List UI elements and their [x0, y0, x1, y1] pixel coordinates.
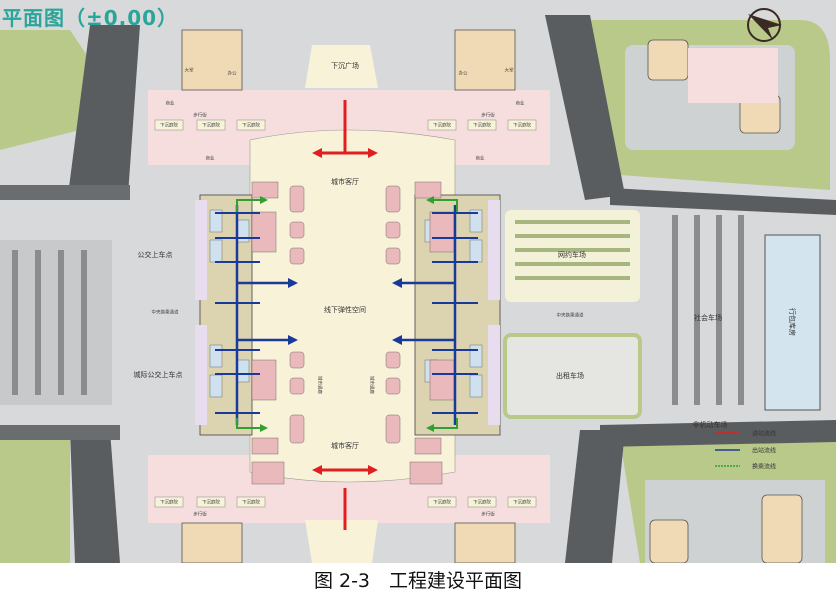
transfer-flow-lines	[236, 196, 458, 432]
label-commerce: 商业	[516, 100, 525, 107]
legend-label-transfer: 换乘流线	[752, 463, 776, 471]
label-luggage-storage: 行包库房	[788, 308, 797, 336]
label-sunken-plaza: 下沉广场	[331, 61, 359, 70]
label-city-lounge-bottom: 城市客厅	[331, 441, 359, 450]
label-commerce: 商业	[476, 155, 485, 162]
label-commerce: 商业	[166, 100, 175, 107]
sunken-plaza	[305, 45, 378, 88]
label-sunken-courtyard: 下沉庭院	[513, 499, 531, 506]
label-pedestrian-street: 步行街	[193, 511, 207, 518]
label-sunken-courtyard: 下沉庭院	[242, 122, 260, 129]
label-lobby: 大堂	[185, 67, 194, 74]
sunken-plaza-bottom	[305, 520, 378, 563]
label-lobby: 大堂	[505, 67, 514, 74]
label-sunken-courtyard: 下沉庭院	[473, 499, 491, 506]
label-pedestrian-street: 步行街	[193, 112, 207, 119]
label-intercity-bus-stop: 城际公交上车点	[134, 370, 183, 379]
outbound-flow-lines	[215, 205, 478, 425]
label-office: 办公	[459, 70, 468, 77]
label-sunken-courtyard: 下沉庭院	[433, 499, 451, 506]
luggage-storage	[764, 234, 821, 411]
label-pedestrian-street: 步行街	[481, 112, 495, 119]
label-sunken-courtyard: 下沉庭院	[202, 122, 220, 129]
figure-caption: 图 2-3 工程建设平面图	[313, 570, 523, 592]
label-sunken-courtyard: 下沉庭院	[242, 499, 260, 506]
label-sunken-courtyard: 下沉庭院	[202, 499, 220, 506]
label-central-transfer: 中央换乘通道	[152, 309, 179, 316]
legend-label-inbound: 进站流线	[752, 430, 776, 438]
legend: 进站流线 出站流线 换乘流线	[715, 430, 776, 471]
label-commerce: 商业	[206, 155, 215, 162]
label-bike-parking: 非机动车场	[693, 420, 728, 429]
page-title: 平面图（±0.00）	[2, 6, 179, 30]
north-arrow-icon	[747, 8, 782, 42]
label-city-corridor: 城市通廊	[369, 376, 376, 394]
label-taxi-lot: 出租车场	[556, 371, 584, 380]
label-sunken-courtyard: 下沉庭院	[160, 499, 178, 506]
label-flex-space: 线下弹性空间	[324, 305, 366, 314]
site-plan: 下沉广场 城市客厅 城市客厅 线下弹性空间 公交上车点 城际公交上车点 网约车场…	[0, 0, 836, 563]
label-sunken-courtyard: 下沉庭院	[160, 122, 178, 129]
label-city-corridor: 城市通廊	[317, 376, 324, 394]
label-bus-stop: 公交上车点	[138, 250, 173, 259]
label-sunken-courtyard: 下沉庭院	[473, 122, 491, 129]
label-office: 办公	[228, 70, 237, 77]
label-social-parking: 社会车场	[694, 313, 722, 322]
label-pedestrian-street: 步行街	[481, 511, 495, 518]
parking-lots	[0, 210, 821, 419]
inbound-flow-lines	[312, 100, 378, 530]
platform-wings	[195, 181, 501, 485]
legend-label-outbound: 出站流线	[752, 447, 776, 455]
label-city-lounge-top: 城市客厅	[331, 177, 359, 186]
label-sunken-courtyard: 下沉庭院	[513, 122, 531, 129]
label-sunken-courtyard: 下沉庭院	[433, 122, 451, 129]
label-central-transfer: 中央换乘通道	[557, 312, 584, 319]
label-ride-hailing-lot: 网约车场	[558, 250, 586, 259]
